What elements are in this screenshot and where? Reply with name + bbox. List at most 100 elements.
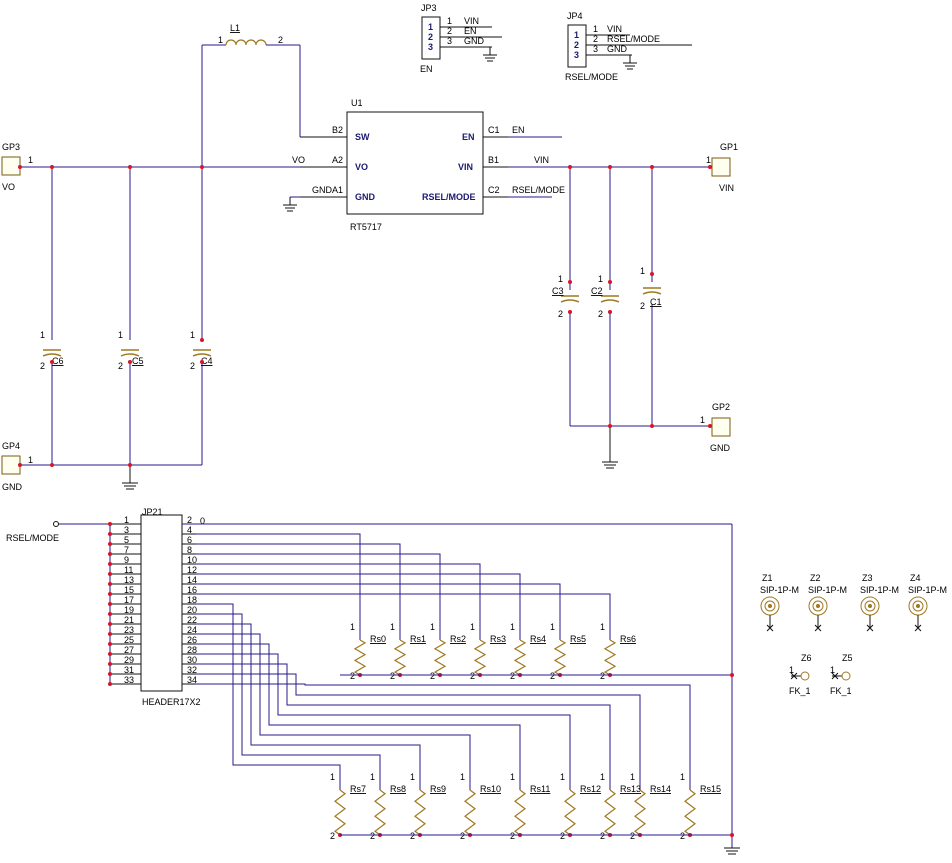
- c5-ref: C5: [132, 356, 144, 366]
- jp3-net-en: EN: [464, 26, 477, 36]
- jp4-pin2-num: 2: [593, 34, 598, 44]
- resistor-label: Rs15: [700, 784, 721, 794]
- resistor-label: Rs6: [620, 634, 636, 644]
- resistor-pin2: 2: [600, 671, 605, 681]
- capacitor-c1[interactable]: C1 1 2: [640, 167, 662, 426]
- u1-pin-b2-num: B2: [332, 125, 343, 135]
- gp3-ref: GP3: [2, 142, 20, 152]
- jp21-pin-label: 8: [187, 545, 192, 555]
- resistor-pin1: 1: [350, 622, 355, 632]
- resistor-pin1: 1: [460, 772, 465, 782]
- mounting-ref: Z3: [862, 573, 873, 583]
- jumper-jp4[interactable]: JP4 RSEL/MODE 1 2 3 1 2 3 VIN RSEL/MODE …: [565, 11, 692, 82]
- jp21-ref: JP21: [142, 507, 163, 517]
- l1-pin2: 2: [278, 35, 283, 45]
- resistor-label: Rs5: [570, 634, 586, 644]
- test-point-gp3[interactable]: GP3 1 VO: [1, 142, 33, 192]
- jumper-jp3[interactable]: JP3 EN 1 2 3 1 2 3 VIN EN GND: [420, 3, 502, 74]
- resistor-pin1: 1: [370, 772, 375, 782]
- c6-pin2: 2: [40, 361, 45, 371]
- resistor-pin2: 2: [600, 831, 605, 841]
- jp21-pin-label: 28: [187, 645, 197, 655]
- capacitor-c2[interactable]: C2 1 2: [591, 167, 620, 426]
- jp21-pin-label: 24: [187, 625, 197, 635]
- resistor-pin1: 1: [390, 622, 395, 632]
- l1-ref: L1: [230, 23, 240, 33]
- resistor-pin1: 1: [630, 772, 635, 782]
- resistor-pin1: 1: [680, 772, 685, 782]
- jp21-pin-label: 34: [187, 675, 197, 685]
- net-label-gnd: GND: [312, 185, 333, 195]
- jp21-pin-label: 15: [124, 585, 134, 595]
- jp21-pin-label: 12: [187, 565, 197, 575]
- inductor-l1[interactable]: L1 1 2: [201, 23, 301, 167]
- jp3-net-gnd: GND: [464, 36, 485, 46]
- l1-pin1: 1: [218, 35, 223, 45]
- resistor-pin2: 2: [560, 831, 565, 841]
- capacitor-c3[interactable]: C3 1 2: [552, 167, 580, 426]
- resistor-rs10[interactable]: Rs10 1 2: [460, 772, 501, 841]
- jp3-net-vin: VIN: [464, 16, 479, 26]
- jp21-net-rselmode: RSEL/MODE: [6, 533, 59, 543]
- resistor-pin1: 1: [470, 622, 475, 632]
- resistor-array-bottom: Rs712Rs812Rs912Rs1012Rs1112Rs1212Rs1312R…: [330, 772, 721, 841]
- ground-icon: [122, 465, 138, 490]
- header-jp21[interactable]: JP21 HEADER17X2 RSEL/MODE 0: [6, 507, 205, 707]
- capacitor-c4[interactable]: C4 1 2: [190, 167, 213, 465]
- jp21-pin-label: 18: [187, 595, 197, 605]
- jp4-net-rselmode: RSEL/MODE: [607, 34, 660, 44]
- fiducial-ref: Z5: [842, 653, 853, 663]
- gp4-ref: GP4: [2, 441, 20, 451]
- gp1-net: VIN: [719, 183, 734, 193]
- capacitor-c5[interactable]: C5 1 2: [118, 167, 144, 465]
- jp21-pin-label: 31: [124, 665, 134, 675]
- u1-regulator[interactable]: U1 RT5717 B2 A2 A1 SW VO GND C1 B1 C2 EN…: [300, 98, 508, 232]
- capacitor-c6[interactable]: C6 1 2: [40, 167, 64, 465]
- c4-pin1: 1: [190, 330, 195, 340]
- jp4-pin3-num: 3: [593, 44, 598, 54]
- jp4-pin1-num: 1: [593, 24, 598, 34]
- jp21-pin-label: 3: [124, 525, 129, 535]
- c1-ref: C1: [650, 297, 662, 307]
- jp4-net-vin: VIN: [607, 24, 622, 34]
- gp4-pin: 1: [28, 455, 33, 465]
- jp3-pin1-in: 1: [428, 22, 433, 32]
- ground-icon: [483, 47, 497, 62]
- u1-pin-a2-num: A2: [332, 155, 343, 165]
- resistor-pin2: 2: [460, 831, 465, 841]
- test-point-gp4[interactable]: GP4 1 GND: [1, 441, 33, 492]
- u1-pin-c2-num: C2: [488, 185, 500, 195]
- resistor-label: Rs4: [530, 634, 546, 644]
- fiducial-ref: Z6: [801, 653, 812, 663]
- resistor-label: Rs0: [370, 634, 386, 644]
- test-point-gp2[interactable]: GP2 1 GND: [700, 402, 731, 453]
- jp21-pin-label: 5: [124, 535, 129, 545]
- jp21-pin-label: 33: [124, 675, 134, 685]
- resistor-label: Rs11: [530, 784, 550, 794]
- c1-pin1: 1: [640, 266, 645, 276]
- resistor-label: Rs10: [480, 784, 501, 794]
- resistor-pin2: 2: [410, 831, 415, 841]
